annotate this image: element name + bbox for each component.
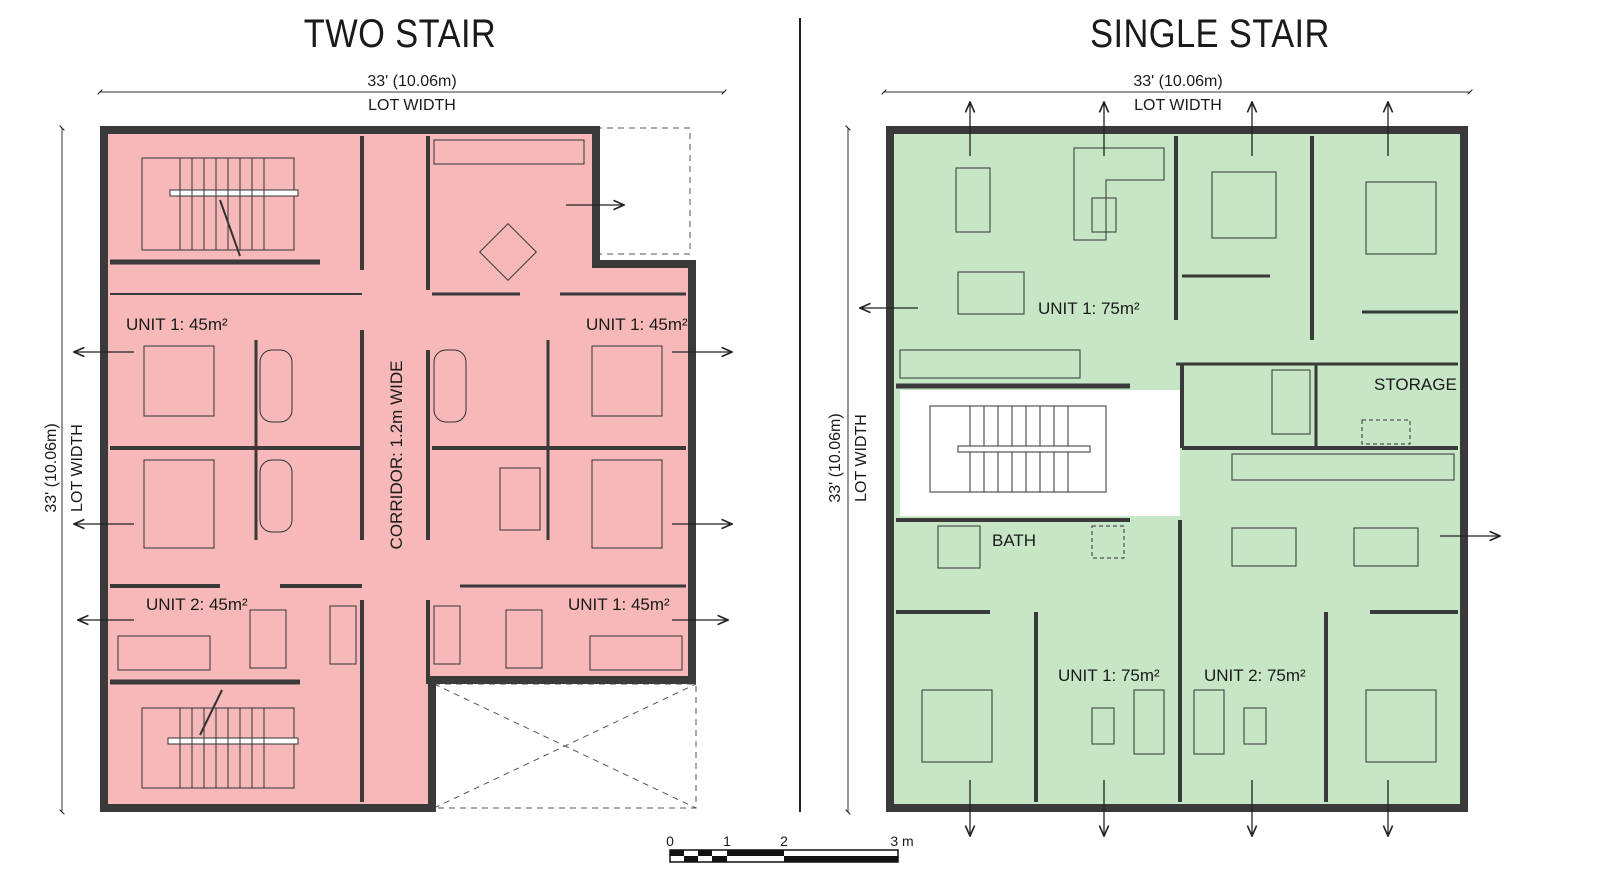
bed-icon xyxy=(143,459,215,549)
shower-icon xyxy=(937,525,981,569)
storage-label: STORAGE xyxy=(1374,375,1457,394)
bed-icon xyxy=(1365,689,1437,763)
bed-icon xyxy=(591,345,663,417)
bath-label: BATH xyxy=(992,531,1036,550)
top-dim-label: LOT WIDTH xyxy=(1134,97,1222,114)
outer-wall xyxy=(100,126,696,812)
scale-tick-label: 1 xyxy=(723,833,731,849)
side-dim-value: 33' (10.06m) xyxy=(827,413,844,502)
table-icon xyxy=(479,223,537,281)
single-stair-plan: 33' (10.06m) LOT WIDTH 33' (10.06m) LOT … xyxy=(827,73,1500,836)
side-dim-label: LOT WIDTH xyxy=(69,424,86,512)
kitchen-counter-icon xyxy=(1231,453,1455,481)
scale-tick-label: 3 m xyxy=(890,833,913,849)
bed-icon xyxy=(1211,171,1277,239)
kitchen-counter-icon xyxy=(433,605,461,665)
shower-icon xyxy=(1271,369,1311,435)
corridor-label: CORRIDOR: 1.2m WIDE xyxy=(387,361,406,550)
kitchen-counter-icon xyxy=(329,605,357,665)
unit-label: UNIT 1: 75m² xyxy=(1038,299,1140,318)
sofa-icon xyxy=(589,635,683,671)
table-icon xyxy=(1353,527,1419,567)
top-dim-value: 33' (10.06m) xyxy=(367,73,456,90)
dashed-balcony-top xyxy=(595,127,691,255)
table-icon xyxy=(249,609,287,669)
bed-icon xyxy=(1365,181,1437,255)
unit-label: UNIT 2: 45m² xyxy=(146,595,248,614)
sofa-icon xyxy=(1193,689,1225,755)
bed-icon xyxy=(921,689,993,763)
unit-label: UNIT 1: 45m² xyxy=(568,595,670,614)
table-icon xyxy=(505,609,543,669)
coffee-table-icon xyxy=(1091,197,1117,233)
side-dim-value: 33' (10.06m) xyxy=(43,423,60,512)
bathtub-icon xyxy=(259,459,293,533)
two-stair-plan: 33' (10.06m) LOT WIDTH 33' (10.06m) LOT … xyxy=(43,73,732,815)
unit-label: UNIT 2: 75m² xyxy=(1204,666,1306,685)
stair-single xyxy=(929,405,1107,493)
scale-bar: 0 1 2 3 m xyxy=(666,833,914,863)
bed-icon xyxy=(143,345,215,417)
bathtub-icon xyxy=(433,349,467,423)
kitchen-counter-icon xyxy=(433,139,585,165)
unit-label: UNIT 1: 75m² xyxy=(1058,666,1160,685)
two-stair-title: TWO STAIR xyxy=(303,12,497,56)
sofa-icon xyxy=(117,635,211,671)
scale-tick-label: 2 xyxy=(780,833,788,849)
top-dim-value: 33' (10.06m) xyxy=(1133,73,1222,90)
bed-icon xyxy=(591,459,663,549)
shower-icon xyxy=(499,467,541,531)
stair-bottom xyxy=(141,689,299,789)
side-dim-label: LOT WIDTH xyxy=(853,414,870,502)
table-icon xyxy=(957,271,1025,315)
table-icon xyxy=(1231,527,1297,567)
scale-tick-label: 0 xyxy=(666,833,674,849)
single-stair-title: SINGLE STAIR xyxy=(1090,12,1330,56)
table-icon xyxy=(955,167,991,233)
bathtub-icon xyxy=(259,349,293,423)
sofa-icon xyxy=(1133,689,1165,755)
stair-top xyxy=(141,157,299,257)
unit-label: UNIT 1: 45m² xyxy=(586,315,688,334)
sofa-icon xyxy=(1073,147,1165,241)
unit-label: UNIT 1: 45m² xyxy=(126,315,228,334)
kitchen-counter-icon xyxy=(899,349,1081,379)
top-dim-label: LOT WIDTH xyxy=(368,97,456,114)
outer-wall xyxy=(886,126,1468,812)
floor-fill-pink xyxy=(104,130,692,808)
